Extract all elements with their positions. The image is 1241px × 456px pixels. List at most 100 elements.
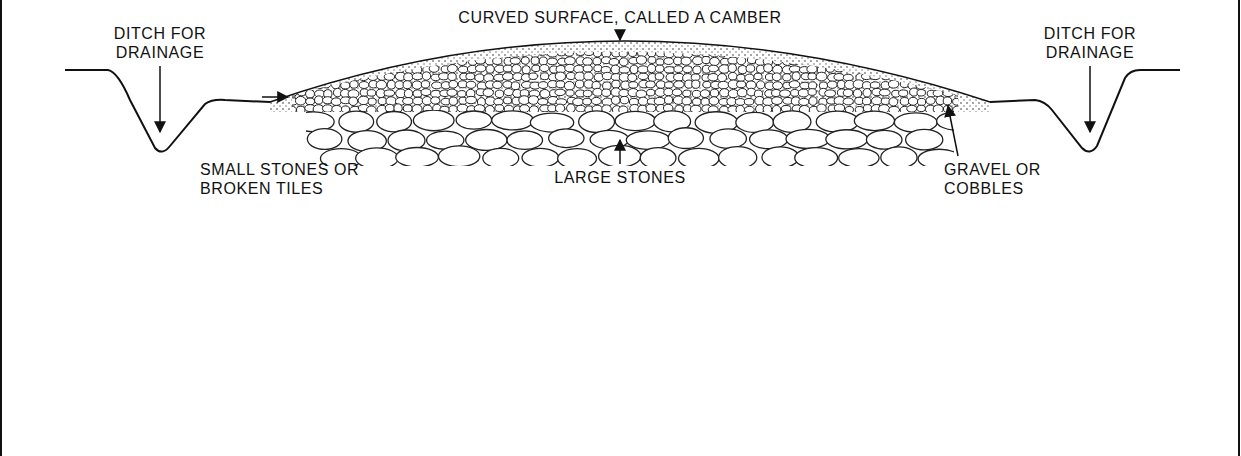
small-stone (816, 72, 827, 81)
small-stone (566, 90, 574, 96)
small-stone (728, 64, 736, 73)
small-stone (575, 80, 583, 88)
small-stone (376, 80, 386, 89)
small-stone (883, 64, 891, 73)
small-stone (458, 91, 466, 98)
large-stone (377, 112, 412, 132)
large-stone (339, 111, 374, 132)
small-stone (834, 65, 844, 71)
small-stone (611, 96, 620, 104)
small-stone (403, 98, 414, 105)
small-stone (384, 73, 394, 80)
small-stone (853, 80, 864, 89)
small-stone (412, 81, 422, 89)
small-stone (846, 49, 855, 57)
small-stone (421, 89, 431, 96)
small-stone (674, 81, 684, 88)
small-stone (926, 97, 935, 105)
small-stone (314, 57, 323, 64)
small-stone (502, 50, 512, 58)
small-stone (593, 88, 603, 96)
small-stone (594, 65, 602, 72)
small-stone (898, 57, 909, 65)
small-stone (943, 90, 954, 97)
small-stone (403, 81, 411, 89)
small-stone (764, 64, 773, 72)
small-stone (538, 49, 546, 55)
small-stone (891, 49, 901, 57)
small-stone (772, 97, 783, 105)
small-stone (493, 58, 502, 65)
small-stone (510, 50, 521, 57)
small-stone (826, 65, 834, 73)
small-stone (630, 65, 638, 74)
small-stone (654, 97, 665, 105)
large-stone (356, 148, 399, 166)
small-stone (528, 96, 538, 105)
leader-arrow (948, 106, 958, 156)
large-stone (466, 130, 507, 151)
small-stone (936, 49, 944, 56)
small-stone (421, 81, 429, 88)
small-stone (349, 66, 358, 73)
small-stone (315, 96, 324, 104)
small-stone (567, 104, 576, 113)
small-stone (953, 106, 964, 114)
small-stone (349, 50, 359, 57)
small-stone (431, 50, 440, 57)
small-stone (919, 56, 927, 64)
small-stone (286, 66, 296, 73)
small-stone (798, 89, 809, 97)
small-stone (728, 49, 738, 56)
small-stone (529, 106, 538, 114)
small-stone (295, 74, 303, 81)
small-stone (583, 98, 592, 105)
callout-label: DITCH FOR DRAINAGE (1030, 24, 1150, 62)
small-stone (448, 49, 459, 58)
small-stone (503, 65, 512, 72)
small-stone (288, 82, 296, 88)
small-stone (864, 49, 872, 56)
small-stone (323, 65, 333, 72)
small-stone (576, 49, 584, 55)
small-stone (672, 89, 681, 96)
small-stone (808, 73, 816, 80)
small-stone (728, 72, 737, 80)
large-stone (678, 148, 718, 166)
small-stone (306, 58, 316, 65)
small-stone (899, 90, 908, 97)
small-stone (933, 105, 943, 113)
small-stone (953, 50, 962, 57)
small-stone (943, 97, 951, 105)
small-stone (522, 66, 530, 74)
small-stone (288, 57, 297, 64)
small-stone (917, 90, 926, 96)
small-stone (897, 66, 907, 74)
small-stone (385, 50, 394, 57)
small-stone (439, 49, 449, 56)
leader-arrow (619, 31, 621, 40)
small-stone (565, 57, 576, 65)
small-stone (647, 89, 655, 96)
small-stone (789, 81, 800, 88)
callout-label: SMALL STONES OR BROKEN TILES (200, 160, 385, 198)
small-stone (591, 97, 601, 104)
small-stone (360, 66, 369, 73)
small-stone (789, 66, 800, 72)
small-stone (907, 66, 917, 73)
small-stone (466, 73, 475, 80)
small-stone (403, 49, 412, 56)
small-stone (880, 49, 889, 56)
small-stone (565, 49, 574, 56)
small-stone (368, 72, 378, 80)
small-stone (296, 106, 305, 113)
large-stone (492, 111, 534, 130)
small-stone (647, 64, 655, 72)
small-stone (871, 97, 882, 105)
small-stone (928, 59, 937, 66)
small-stone (953, 98, 961, 105)
small-stone (951, 58, 961, 66)
small-stone (305, 73, 316, 80)
small-stone (933, 90, 943, 97)
small-stone (665, 96, 673, 104)
